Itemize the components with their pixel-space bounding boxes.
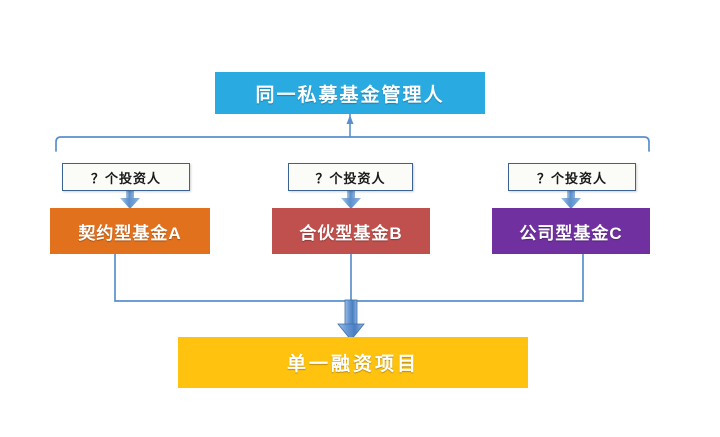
fund-box-label-2: 公司型基金C — [519, 223, 623, 243]
investor-to-fund-arrow-1 — [341, 191, 361, 209]
manager-stem-tip — [346, 115, 354, 124]
investor-to-fund-arrow-2 — [561, 191, 581, 209]
project-box: 单一融资项目 — [178, 337, 528, 388]
manager-box-label: 同一私募基金管理人 — [255, 84, 445, 106]
fund-box-contractual: 契约型基金A — [50, 208, 210, 254]
investor-label-text-0: ？个投资人 — [90, 170, 161, 186]
investor-label-text-1: ？个投资人 — [315, 170, 386, 186]
fund-box-label-0: 契约型基金A — [78, 223, 182, 243]
distribution-bracket — [55, 136, 650, 152]
fund-box-partnership: 合伙型基金B — [272, 208, 430, 254]
fund-box-corporate: 公司型基金C — [492, 208, 650, 254]
project-arrow — [337, 299, 365, 341]
fund-box-label-1: 合伙型基金B — [299, 223, 403, 243]
investor-label-box-0: ？个投资人 — [62, 163, 190, 191]
investor-label-text-2: ？个投资人 — [536, 170, 607, 186]
manager-box: 同一私募基金管理人 — [215, 72, 485, 114]
project-box-label: 单一融资项目 — [286, 354, 419, 375]
investor-to-fund-arrow-0 — [120, 191, 140, 209]
investor-label-box-1: ？个投资人 — [288, 163, 413, 191]
fund-merge-bus — [114, 254, 584, 302]
investor-label-box-2: ？个投资人 — [508, 163, 636, 191]
